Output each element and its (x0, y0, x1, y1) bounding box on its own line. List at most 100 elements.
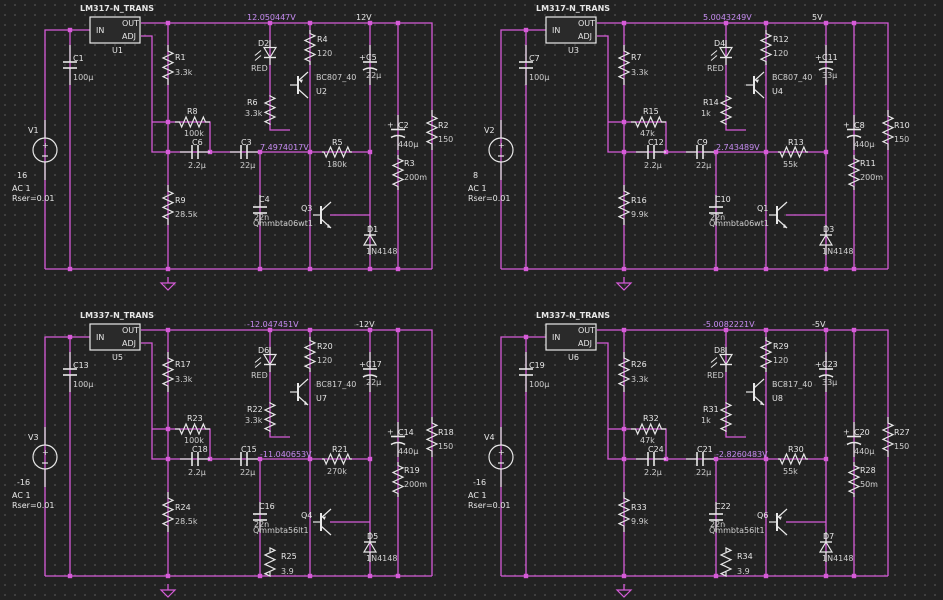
esr-resistor[interactable] (847, 155, 861, 190)
top-transistor[interactable] (290, 71, 309, 99)
cout-ref: C11 (822, 53, 838, 62)
series-resistor[interactable] (778, 452, 808, 466)
emitter-resistor[interactable] (263, 547, 277, 577)
voltage-source[interactable]: + (32, 120, 58, 180)
protection-diode[interactable] (362, 225, 378, 255)
feedback-resistor[interactable] (175, 422, 210, 436)
bulk-capacitor[interactable]: + (843, 115, 862, 150)
cout-value: 22µ (366, 71, 381, 80)
top-resistor[interactable] (161, 352, 175, 392)
bottom-transistor[interactable] (313, 201, 332, 229)
rtop-ref: R17 (175, 360, 191, 369)
emitter-resistor[interactable] (719, 547, 733, 577)
compensation-capacitor[interactable] (709, 195, 723, 225)
feedback-resistor[interactable] (175, 115, 210, 129)
protection-diode[interactable] (818, 225, 834, 255)
top-resistor[interactable] (161, 45, 175, 85)
bulk-capacitor[interactable]: + (843, 422, 862, 457)
bottom-transistor[interactable] (769, 508, 788, 536)
compensation-capacitor[interactable] (253, 502, 267, 532)
led-diode[interactable] (254, 40, 278, 65)
source-ac: AC 1 (12, 491, 31, 500)
cbig-ref: C14 (398, 428, 414, 437)
bottom-resistor[interactable] (161, 492, 175, 532)
series-resistor[interactable] (322, 452, 352, 466)
cbig-value: 440µ (854, 140, 874, 149)
led-resistor[interactable] (303, 30, 317, 65)
output-capacitor[interactable]: + (359, 45, 378, 85)
bulk-capacitor[interactable]: + (387, 422, 406, 457)
cbig-value: 440µ (398, 447, 418, 456)
base-resistor[interactable] (263, 95, 277, 125)
feedback-capacitor[interactable] (636, 452, 666, 466)
bottom-transistor[interactable] (769, 201, 788, 229)
bottom-resistor[interactable] (161, 185, 175, 225)
rail-label: -12V (356, 320, 375, 329)
series-capacitor[interactable] (686, 452, 714, 466)
series-resistor[interactable] (778, 145, 808, 159)
load-resistor[interactable] (881, 417, 895, 457)
esr-resistor[interactable] (391, 462, 405, 497)
top-transistor[interactable] (290, 378, 309, 406)
output-capacitor[interactable]: + (815, 352, 834, 392)
top-transistor[interactable] (746, 71, 765, 99)
load-resistor[interactable] (425, 110, 439, 150)
feedback-capacitor[interactable] (636, 145, 666, 159)
feedback-capacitor[interactable] (180, 145, 210, 159)
tbot-value: Qmmbta06wt1 (709, 219, 769, 228)
voltage-source[interactable]: + (488, 427, 514, 487)
protection-diode[interactable] (818, 532, 834, 562)
bottom-resistor[interactable] (617, 185, 631, 225)
led-diode[interactable] (710, 40, 734, 65)
series-capacitor[interactable] (230, 145, 258, 159)
rbot-value: 9.9k (631, 517, 649, 526)
bottom-transistor[interactable] (313, 508, 332, 536)
bulk-capacitor[interactable]: + (387, 115, 406, 150)
input-capacitor[interactable] (63, 45, 77, 85)
base-resistor[interactable] (719, 95, 733, 125)
voltage-source[interactable]: + (32, 427, 58, 487)
load-resistor[interactable] (881, 110, 895, 150)
output-capacitor[interactable]: + (815, 45, 834, 85)
rtop-ref: R26 (631, 360, 647, 369)
base-resistor[interactable] (263, 402, 277, 432)
protection-diode[interactable] (362, 532, 378, 562)
source-ref: V2 (484, 126, 495, 135)
base-resistor[interactable] (719, 402, 733, 432)
series-capacitor[interactable] (686, 145, 714, 159)
series-resistor[interactable] (322, 145, 352, 159)
input-capacitor[interactable] (519, 352, 533, 392)
rbot-ref: R9 (175, 196, 186, 205)
top-resistor[interactable] (617, 45, 631, 85)
led-resistor[interactable] (303, 337, 317, 372)
input-capacitor[interactable] (519, 45, 533, 85)
top-transistor[interactable] (746, 378, 765, 406)
compensation-capacitor[interactable] (709, 502, 723, 532)
feedback-capacitor[interactable] (180, 452, 210, 466)
feedback-resistor[interactable] (631, 115, 666, 129)
feedback-resistor[interactable] (631, 422, 666, 436)
esr-resistor[interactable] (847, 462, 861, 497)
led-diode[interactable] (710, 347, 734, 372)
series-capacitor[interactable] (230, 452, 258, 466)
led-diode[interactable] (254, 347, 278, 372)
input-capacitor[interactable] (63, 352, 77, 392)
voltage-source[interactable]: + (488, 120, 514, 180)
compensation-capacitor[interactable] (253, 195, 267, 225)
output-capacitor[interactable]: + (359, 352, 378, 392)
resr-value: 50m (860, 480, 878, 489)
top-resistor[interactable] (617, 352, 631, 392)
regulator-in-pin: IN (552, 333, 560, 342)
rail-voltage: -12.047451V (247, 320, 299, 329)
led-resistor[interactable] (759, 337, 773, 372)
esr-resistor[interactable] (391, 155, 405, 190)
led-resistor[interactable] (759, 30, 773, 65)
load-resistor[interactable] (425, 417, 439, 457)
bottom-resistor[interactable] (617, 492, 631, 532)
